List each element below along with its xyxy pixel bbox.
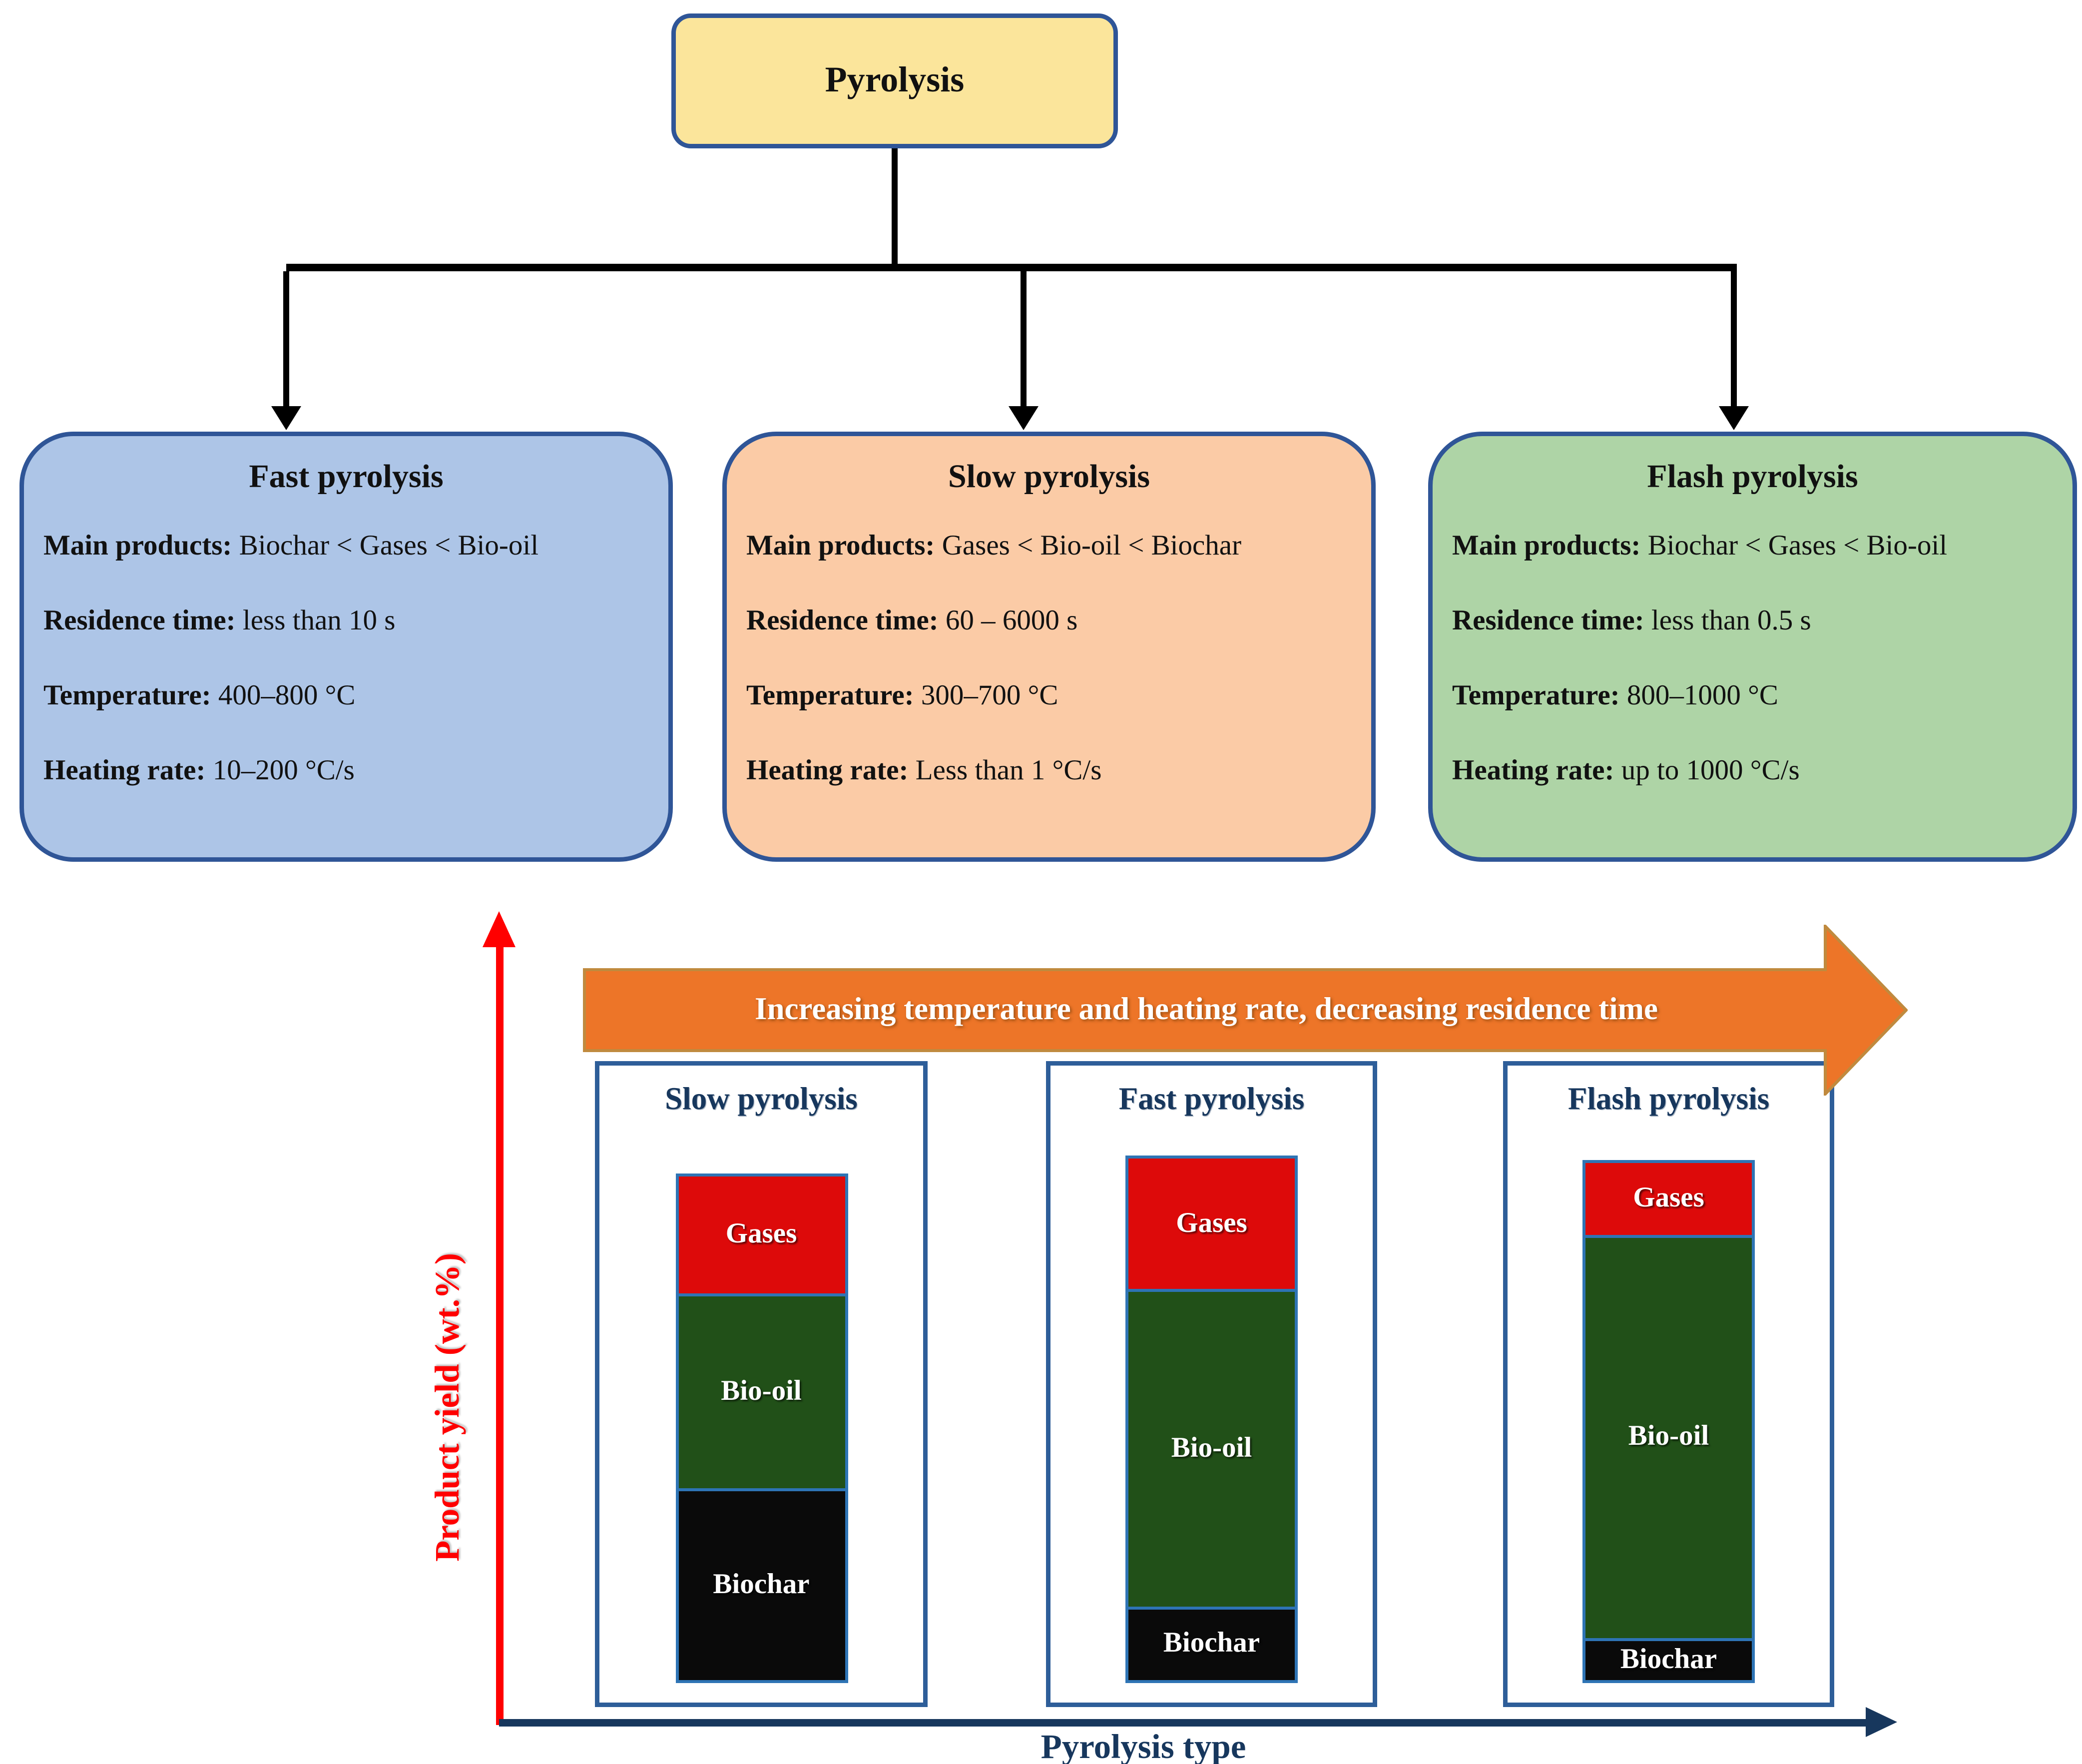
bar-segment-label: Bio-oil (1628, 1421, 1709, 1453)
bar-segment-label: Gases (1176, 1207, 1247, 1239)
banner-text: Increasing temperature and heating rate,… (754, 990, 1658, 1026)
bar-segment-label: Biochar (713, 1569, 810, 1601)
y-axis-line (496, 944, 504, 1725)
field-heating-rate: Heating rate: Less than 1 °C/s (746, 754, 1352, 788)
field-temperature: Temperature: 800–1000 °C (1452, 679, 2053, 713)
bar-segment-bio-oil: Bio-oil (1128, 1292, 1295, 1606)
bar-segment-bio-oil: Bio-oil (678, 1296, 845, 1488)
slow-pyrolysis-title: Slow pyrolysis (948, 457, 1150, 495)
bar-segment-gases: Gases (1585, 1163, 1752, 1235)
field-label: Main products: (746, 531, 935, 562)
field-value: Less than 1 °C/s (915, 755, 1102, 787)
bar-segment-label: Biochar (1163, 1628, 1260, 1660)
field-main-products: Main products: Biochar < Gases < Bio-oil (1452, 529, 2053, 564)
field-label: Heating rate: (43, 755, 206, 787)
arrowhead-down-right-icon (1719, 406, 1749, 430)
arrowhead-down-left-icon (271, 406, 301, 430)
field-label: Heating rate: (1452, 755, 1614, 787)
y-axis-label: Product yield (wt.%) (429, 1253, 466, 1562)
connector-drop-middle (1021, 271, 1027, 409)
field-label: Main products: (43, 531, 232, 562)
bar-segment-label: Gases (725, 1218, 797, 1250)
field-temperature: Temperature: 400–800 °C (43, 679, 649, 713)
pyrolysis-root-label: Pyrolysis (825, 60, 965, 100)
x-axis-arrowhead-right-icon (1866, 1707, 1897, 1737)
fast-pyrolysis-box: Fast pyrolysis Main products: Biochar < … (19, 432, 673, 862)
bar-segment-label: Biochar (1620, 1644, 1717, 1676)
bar-segment-gases: Gases (678, 1176, 845, 1293)
bar-segment-biochar: Biochar (678, 1491, 845, 1680)
field-value: Biochar < Gases < Bio-oil (1647, 531, 1948, 562)
field-value: Gases < Bio-oil < Biochar (942, 531, 1242, 562)
flash-pyrolysis-title: Flash pyrolysis (1647, 457, 1858, 495)
bar-segment-bio-oil: Bio-oil (1585, 1238, 1752, 1638)
fast-pyrolysis-details: Main products: Biochar < Gases < Bio-oil… (24, 529, 668, 788)
connector-stem-line (892, 148, 898, 268)
field-heating-rate: Heating rate: 10–200 °C/s (43, 754, 649, 788)
field-value: 400–800 °C (218, 680, 356, 712)
y-axis-arrowhead-up-icon (483, 911, 516, 947)
field-value: up to 1000 °C/s (1621, 755, 1800, 787)
field-main-products: Main products: Gases < Bio-oil < Biochar (746, 529, 1352, 564)
bar-segment-label: Bio-oil (721, 1375, 802, 1407)
field-main-products: Main products: Biochar < Gases < Bio-oil (43, 529, 649, 564)
field-label: Temperature: (1452, 680, 1620, 712)
field-label: Residence time: (1452, 605, 1644, 637)
fast-pyrolysis-title: Fast pyrolysis (249, 457, 444, 495)
field-value: 300–700 °C (921, 680, 1058, 712)
field-value: 800–1000 °C (1626, 680, 1778, 712)
fast-panel-title: Fast pyrolysis (1118, 1081, 1305, 1117)
bar-segment-biochar: Biochar (1128, 1609, 1295, 1680)
field-temperature: Temperature: 300–700 °C (746, 679, 1352, 713)
field-label: Main products: (1452, 531, 1641, 562)
bar-segment-gases: Gases (1128, 1158, 1295, 1289)
field-label: Residence time: (746, 605, 939, 637)
field-heating-rate: Heating rate: up to 1000 °C/s (1452, 754, 2053, 788)
arrowhead-down-middle-icon (1009, 406, 1039, 430)
field-residence-time: Residence time: less than 0.5 s (1452, 604, 2053, 638)
x-axis-label: Pyrolysis type (1041, 1728, 1246, 1764)
connector-horizontal-line (286, 264, 1737, 271)
bar-segment-biochar: Biochar (1585, 1641, 1752, 1681)
pyrolysis-root-box: Pyrolysis (671, 13, 1118, 148)
flash-pyrolysis-box: Flash pyrolysis Main products: Biochar <… (1428, 432, 2077, 862)
field-label: Temperature: (746, 680, 914, 712)
field-label: Temperature: (43, 680, 211, 712)
bar-segment-label: Bio-oil (1171, 1432, 1252, 1464)
field-residence-time: Residence time: less than 10 s (43, 604, 649, 638)
field-label: Heating rate: (746, 755, 909, 787)
field-value: less than 10 s (242, 605, 396, 637)
slow-pyrolysis-box: Slow pyrolysis Main products: Gases < Bi… (722, 432, 1376, 862)
field-residence-time: Residence time: 60 – 6000 s (746, 604, 1352, 638)
bar-segment-label: Gases (1633, 1182, 1704, 1214)
x-axis-line (499, 1719, 1866, 1727)
field-value: 60 – 6000 s (945, 605, 1078, 637)
slow-pyrolysis-details: Main products: Gases < Bio-oil < Biochar… (727, 529, 1371, 788)
banner-arrow-right-icon (583, 925, 1908, 1096)
connector-drop-left (283, 271, 289, 409)
field-value: Biochar < Gases < Bio-oil (239, 531, 539, 562)
field-value: 10–200 °C/s (212, 755, 355, 787)
flash-pyrolysis-details: Main products: Biochar < Gases < Bio-oil… (1433, 529, 2073, 788)
field-label: Residence time: (43, 605, 236, 637)
flash-panel-title: Flash pyrolysis (1567, 1081, 1770, 1117)
slow-panel-title: Slow pyrolysis (665, 1081, 858, 1117)
connector-drop-right (1731, 271, 1737, 409)
field-value: less than 0.5 s (1651, 605, 1811, 637)
